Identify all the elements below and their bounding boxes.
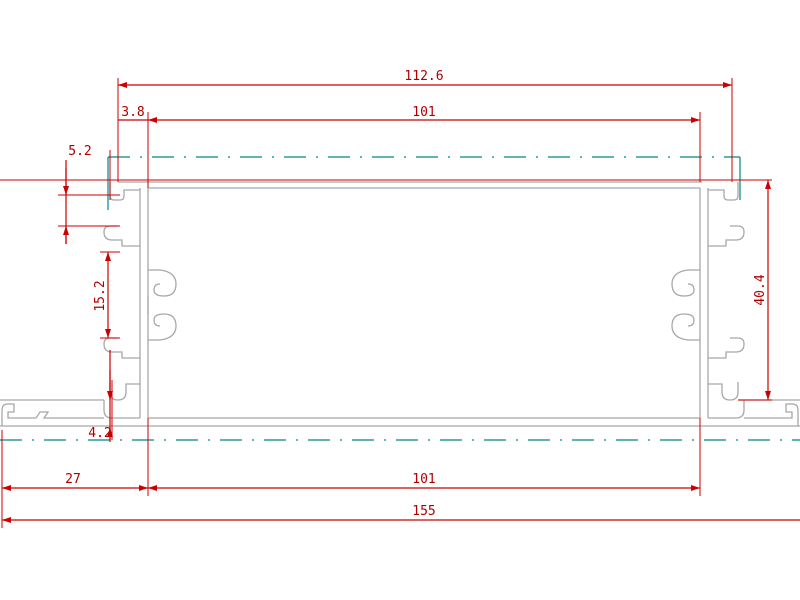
right-base-lip [708,400,745,419]
profile-outline [0,181,800,427]
left-bump-upper [148,269,177,297]
right-bump-upper [671,269,700,297]
centerlines [0,156,800,441]
dim-base-left: 27 [65,472,81,487]
left-slot-tooth-1 [109,182,140,201]
right-slot-tooth-1 [708,182,739,201]
left-flange-clip [1,403,104,426]
left-slot-tooth-2 [103,225,140,247]
dim-inner-top: 101 [412,105,435,120]
right-slot-tooth-3 [708,337,745,359]
dim-left-offset: 3.8 [121,105,144,120]
dim-slot-pitch: 15.2 [93,280,108,311]
dim-overall-top: 112.6 [404,69,443,84]
right-bump-lower [671,313,700,341]
dimension-labels: 112.6 3.8 101 5.2 15.2 4.2 40.4 27 101 1… [65,69,768,519]
left-bump-lower [148,313,177,341]
right-slot-tooth-2 [708,225,745,247]
dim-overall-base: 155 [412,504,435,519]
right-flange-clip [744,403,799,426]
dim-flange-height: 4.2 [88,426,111,441]
dim-slot-small: 5.2 [68,144,91,159]
left-slot-tooth-4 [109,382,140,401]
dimension-lines [2,82,800,523]
dim-height-right: 40.4 [753,274,768,305]
right-slot-tooth-4 [708,382,739,401]
extension-lines [0,78,772,528]
dim-base-inner: 101 [412,472,435,487]
